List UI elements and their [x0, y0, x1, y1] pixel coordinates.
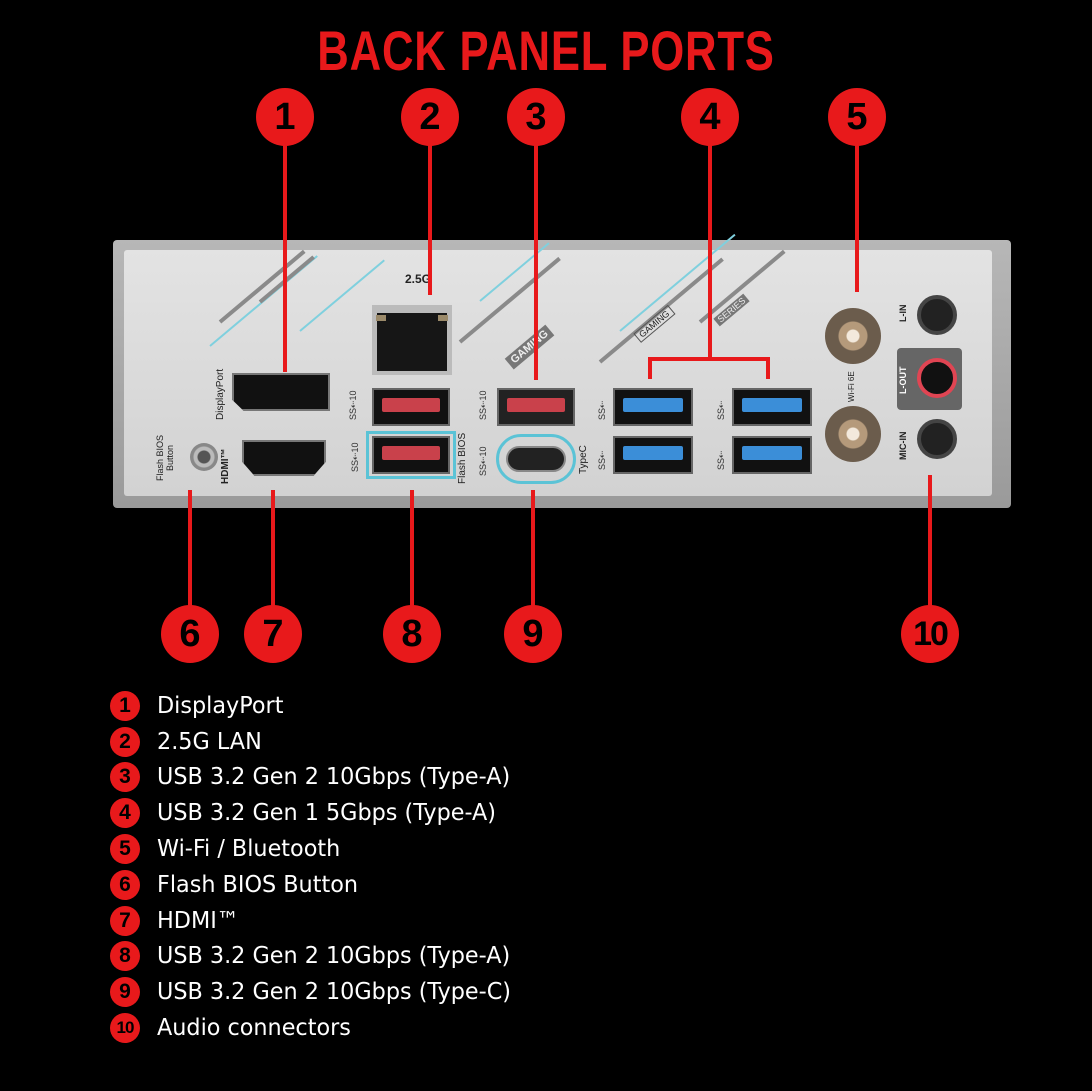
legend-item: 5 Wi-Fi / Bluetooth — [110, 831, 522, 867]
ss10-label: SS⇠10 — [478, 390, 488, 420]
leader-line-8 — [410, 490, 414, 610]
callout-8: 8 — [383, 605, 441, 663]
usb-a-gen1-port — [613, 436, 693, 474]
legend-item: 2 2.5G LAN — [110, 724, 522, 760]
wifi-label: Wi-Fi 6E — [847, 371, 856, 402]
legend-label: USB 3.2 Gen 2 10Gbps (Type-A) — [157, 943, 511, 970]
legend-badge: 8 — [110, 941, 140, 972]
legend-label: USB 3.2 Gen 2 10Gbps (Type-C) — [157, 979, 511, 1006]
ss10-label: SS⇠10 — [350, 442, 360, 472]
ss-label: SS⇠ — [597, 450, 607, 470]
ss10-label: SS⇠10 — [478, 446, 488, 476]
legend-badge: 7 — [110, 905, 140, 936]
typec-label: TypeC — [578, 445, 589, 474]
callout-3: 3 — [507, 88, 565, 146]
callout-6: 6 — [161, 605, 219, 663]
usb-c-port — [506, 446, 566, 472]
legend-item: 8 USB 3.2 Gen 2 10Gbps (Type-A) — [110, 939, 522, 975]
flash-bios-usb-highlight — [366, 431, 456, 479]
legend-label: 2.5G LAN — [157, 728, 262, 755]
mic-in-jack — [917, 419, 957, 459]
usb-a-flash-bios-port — [372, 436, 450, 474]
leader-line-4 — [708, 140, 712, 360]
line-out-label: L-OUT — [898, 366, 908, 395]
usb-a-gen2-port — [372, 388, 450, 426]
ss-label: SS⇠ — [597, 400, 607, 420]
flash-bios-button[interactable] — [190, 443, 218, 471]
wifi-antenna-connector — [825, 308, 881, 364]
leader-line-10 — [928, 475, 932, 610]
callout-2: 2 — [401, 88, 459, 146]
ss-label: SS⇠ — [716, 400, 726, 420]
legend-item: 4 USB 3.2 Gen 1 5Gbps (Type-A) — [110, 795, 522, 831]
legend-label: Wi-Fi / Bluetooth — [157, 836, 341, 863]
legend-label: DisplayPort — [157, 692, 284, 719]
line-in-label: L-IN — [898, 304, 908, 323]
leader-line-7 — [271, 490, 275, 610]
legend-label: USB 3.2 Gen 2 10Gbps (Type-A) — [157, 764, 511, 791]
legend-item: 1 DisplayPort — [110, 688, 522, 724]
callout-7: 7 — [244, 605, 302, 663]
mic-in-label: MIC-IN — [898, 431, 908, 461]
page-title: BACK PANEL PORTS — [317, 19, 775, 82]
wifi-antenna-connector — [825, 406, 881, 462]
callout-4: 4 — [681, 88, 739, 146]
flash-bios-button-label: Flash BIOS Button — [155, 435, 175, 482]
legend-badge: 4 — [110, 798, 140, 829]
legend-item: 10 Audio connectors — [110, 1010, 522, 1046]
legend-badge: 6 — [110, 869, 140, 900]
legend-badge: 1 — [110, 690, 140, 721]
usb-a-gen2-port — [497, 388, 575, 426]
leader-line-2 — [428, 140, 432, 295]
legend-item: 6 Flash BIOS Button — [110, 867, 522, 903]
ss-label: SS⇠ — [716, 450, 726, 470]
legend-badge: 9 — [110, 977, 140, 1008]
legend-badge: 2 — [110, 726, 140, 757]
leader-bracket-4 — [648, 357, 770, 361]
line-in-jack — [917, 295, 957, 335]
legend-badge: 5 — [110, 834, 140, 865]
legend-label: HDMI™ — [157, 907, 240, 934]
legend-label: Flash BIOS Button — [157, 871, 358, 898]
callout-5: 5 — [828, 88, 886, 146]
leader-bracket-4-left — [648, 357, 652, 379]
lan-port — [372, 305, 452, 375]
ss10-label: SS⇠10 — [348, 390, 358, 420]
legend-item: 7 HDMI™ — [110, 903, 522, 939]
typec-highlight — [496, 434, 576, 484]
legend-badge: 10 — [110, 1013, 140, 1044]
leader-line-1 — [283, 140, 287, 372]
legend-badge: 3 — [110, 762, 140, 793]
usb-a-gen1-port — [732, 388, 812, 426]
displayport-port — [232, 373, 330, 411]
callout-10: 10 — [901, 605, 959, 663]
legend-item: 3 USB 3.2 Gen 2 10Gbps (Type-A) — [110, 760, 522, 796]
line-out-jack — [917, 358, 957, 398]
usb-a-gen1-port — [732, 436, 812, 474]
callout-1: 1 — [256, 88, 314, 146]
leader-line-3 — [534, 140, 538, 380]
leader-line-9 — [531, 490, 535, 610]
leader-line-5 — [855, 140, 859, 292]
hdmi-label: HDMI™ — [220, 448, 231, 484]
leader-line-6 — [188, 490, 192, 610]
callout-9: 9 — [504, 605, 562, 663]
usb-a-gen1-port — [613, 388, 693, 426]
legend-item: 9 USB 3.2 Gen 2 10Gbps (Type-C) — [110, 974, 522, 1010]
legend-label: USB 3.2 Gen 1 5Gbps (Type-A) — [157, 800, 496, 827]
hdmi-port — [242, 440, 326, 476]
leader-bracket-4-right — [766, 357, 770, 379]
flash-bios-label: Flash BIOS — [457, 432, 468, 484]
legend-label: Audio connectors — [157, 1015, 351, 1042]
lan-speed-label: 2.5G — [405, 272, 432, 286]
displayport-label: DisplayPort — [215, 368, 226, 420]
